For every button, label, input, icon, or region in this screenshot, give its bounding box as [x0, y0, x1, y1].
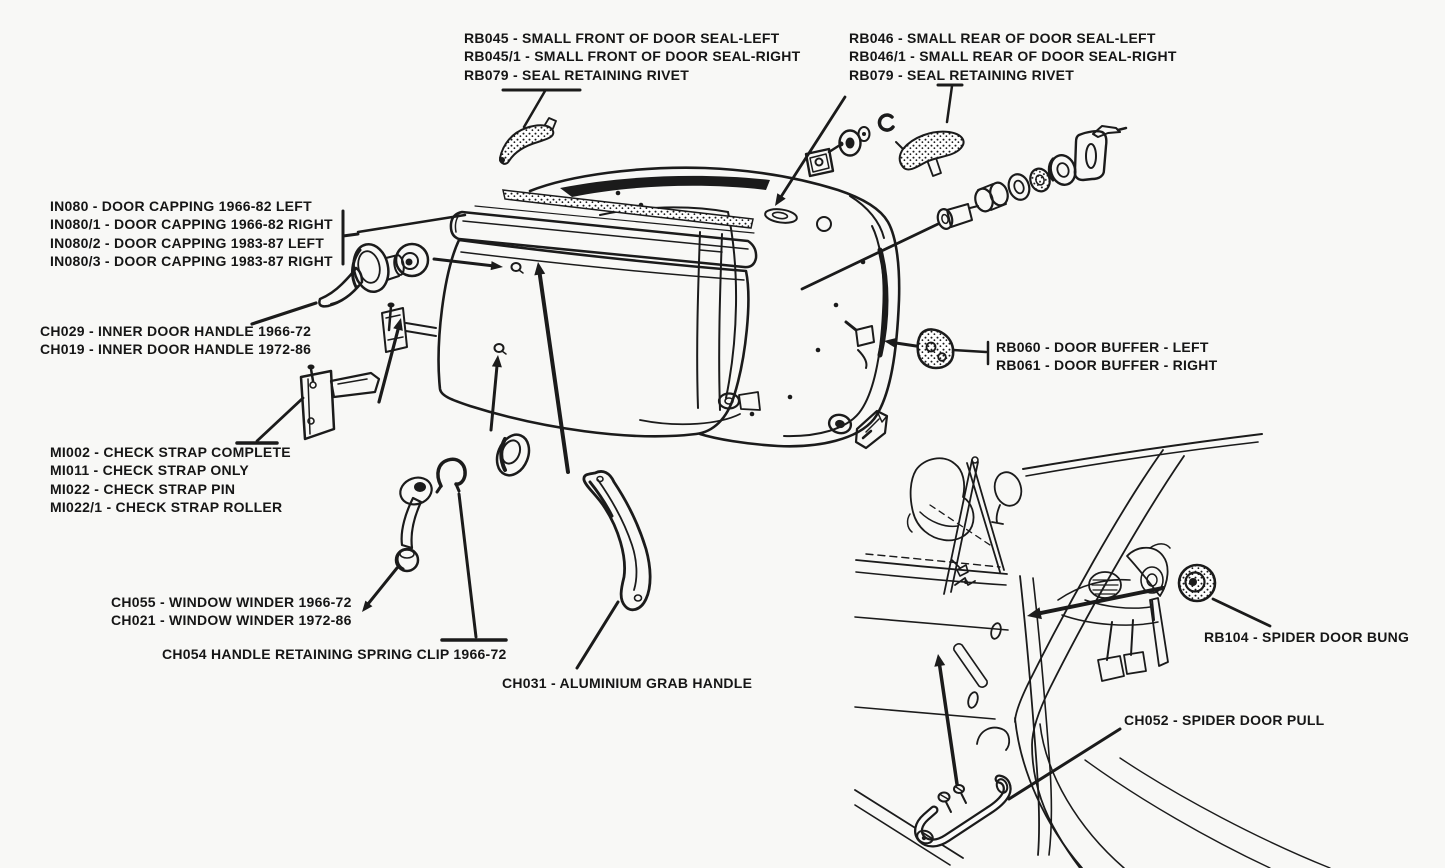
label-line: RB046 - SMALL REAR OF DOOR SEAL-LEFT [849, 30, 1156, 46]
label-line: CH054 HANDLE RETAINING SPRING CLIP 1966-… [162, 646, 507, 662]
striker-plate [1073, 125, 1128, 182]
label-line: RB104 - SPIDER DOOR BUNG [1204, 629, 1410, 645]
label-line: CH029 - INNER DOOR HANDLE 1966-72 [40, 323, 312, 339]
handle-spring-clip [435, 457, 467, 494]
label-line: CH055 - WINDOW WINDER 1966-72 [111, 594, 352, 610]
handle-ferrule-knob [394, 242, 430, 278]
label-spider-bung: RB104 - SPIDER DOOR BUNG [1204, 628, 1409, 646]
label-door-capping: IN080 - DOOR CAPPING 1966-82 LEFT IN080/… [50, 197, 333, 270]
label-inner-door-handle: CH029 - INNER DOOR HANDLE 1966-72 CH019 … [40, 322, 311, 359]
rear-door-seal [895, 130, 965, 177]
label-line: RB046/1 - SMALL REAR OF DOOR SEAL-RIGHT [849, 48, 1177, 65]
spider-door-bung [1177, 563, 1217, 603]
window-winder [394, 476, 433, 573]
label-spring-clip: CH054 HANDLE RETAINING SPRING CLIP 1966-… [162, 645, 507, 663]
label-spider-pull: CH052 - SPIDER DOOR PULL [1124, 711, 1324, 729]
label-line: IN080/1 - DOOR CAPPING 1966-82 RIGHT [50, 216, 333, 233]
label-line: IN080/2 - DOOR CAPPING 1983-87 LEFT [50, 234, 325, 251]
grommet-and-bracket [827, 409, 889, 450]
front-door-seal [498, 117, 557, 165]
door-buffer [916, 328, 955, 370]
label-rear-seal: RB046 - SMALL REAR OF DOOR SEAL-LEFT RB0… [849, 29, 1177, 84]
door-shell [528, 166, 901, 448]
seal-retaining-rivets [493, 262, 524, 355]
label-line: RB045 - SMALL FRONT OF DOOR SEAL-LEFT [464, 30, 780, 46]
label-grab-handle: CH031 - ALUMINIUM GRAB HANDLE [502, 674, 752, 692]
label-window-winder: CH055 - WINDOW WINDER 1966-72 CH021 - WI… [111, 593, 352, 630]
check-strap-pin-clevis [381, 302, 437, 353]
label-line: CH031 - ALUMINIUM GRAB HANDLE [502, 675, 753, 691]
label-line: RB061 - DOOR BUFFER - RIGHT [996, 357, 1218, 374]
label-line: CH021 - WINDOW WINDER 1972-86 [111, 612, 352, 629]
spider-door-pull [914, 774, 1012, 848]
label-line: MI011 - CHECK STRAP ONLY [50, 462, 249, 479]
label-line: MI002 - CHECK STRAP COMPLETE [50, 444, 291, 460]
leader-lines [235, 83, 1272, 801]
label-door-buffer: RB060 - DOOR BUFFER - LEFT RB061 - DOOR … [996, 338, 1217, 375]
label-line: RB045/1 - SMALL FRONT OF DOOR SEAL-RIGHT [464, 48, 801, 65]
seal-fixing-hardware [804, 113, 1128, 230]
car-interior-sketch [854, 433, 1331, 868]
label-line: MI022 - CHECK STRAP PIN [50, 480, 236, 497]
label-line: MI022/1 - CHECK STRAP ROLLER [50, 498, 283, 515]
label-line: CH019 - INNER DOOR HANDLE 1972-86 [40, 341, 312, 358]
door-top-seal-strip [474, 189, 755, 234]
label-check-strap: MI002 - CHECK STRAP COMPLETE MI011 - CHE… [50, 443, 291, 516]
label-line: RB060 - DOOR BUFFER - LEFT [996, 339, 1209, 355]
label-line: CH052 - SPIDER DOOR PULL [1124, 712, 1325, 728]
label-line: IN080/3 - DOOR CAPPING 1983-87 RIGHT [50, 252, 333, 269]
door-trim-panel [437, 238, 750, 438]
check-strap-complete [299, 364, 381, 441]
label-line: RB079 - SEAL RETAINING RIVET [464, 66, 690, 83]
label-line: RB079 - SEAL RETAINING RIVET [849, 66, 1075, 83]
label-line: IN080 - DOOR CAPPING 1966-82 LEFT [50, 198, 312, 214]
label-front-seal: RB045 - SMALL FRONT OF DOOR SEAL-LEFT RB… [464, 29, 800, 84]
aluminium-grab-handle [582, 470, 652, 612]
winder-escutcheon-ring [495, 433, 531, 477]
